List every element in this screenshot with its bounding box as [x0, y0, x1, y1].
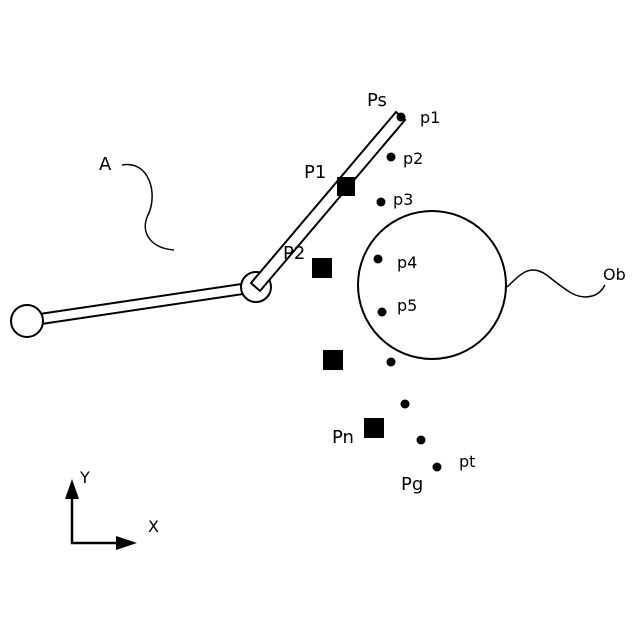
point-p4	[374, 255, 383, 264]
square-P1	[337, 177, 355, 196]
obstacle-circle	[358, 211, 506, 359]
label-axis-y: Y	[79, 468, 90, 487]
point-ps	[397, 113, 406, 122]
label-P1: P1	[304, 162, 326, 183]
label-p5: p5	[397, 296, 417, 315]
base-joint	[11, 305, 43, 337]
label-P2: P2	[283, 243, 305, 264]
square-Pn	[364, 418, 384, 438]
axes	[65, 479, 137, 550]
label-obstacle: Ob	[603, 265, 626, 284]
label-goal: Pg	[401, 474, 423, 495]
label-p3: p3	[393, 190, 413, 209]
point-p2	[387, 153, 396, 162]
label-axis-x: X	[148, 517, 159, 536]
point-p5	[378, 308, 387, 317]
obstacle-leader-line	[507, 270, 605, 297]
point-p3	[377, 198, 386, 207]
point-p8	[417, 436, 426, 445]
square-mid	[323, 350, 343, 370]
lower-link	[26, 282, 257, 326]
label-p1: p1	[420, 108, 440, 127]
y-axis-arrowhead	[65, 479, 79, 499]
label-arm: A	[99, 154, 112, 175]
point-p6	[387, 358, 396, 367]
point-p7	[401, 400, 410, 409]
square-P2	[312, 258, 332, 278]
x-axis-arrowhead	[116, 536, 137, 550]
label-Pn: Pn	[332, 427, 354, 448]
label-p4: p4	[397, 253, 417, 272]
robot-arm	[11, 112, 405, 337]
point-pt	[433, 463, 442, 472]
label-p2: p2	[403, 149, 423, 168]
label-start: Ps	[367, 90, 387, 111]
label-pt: pt	[459, 452, 475, 471]
arm-leader-line	[122, 165, 174, 250]
